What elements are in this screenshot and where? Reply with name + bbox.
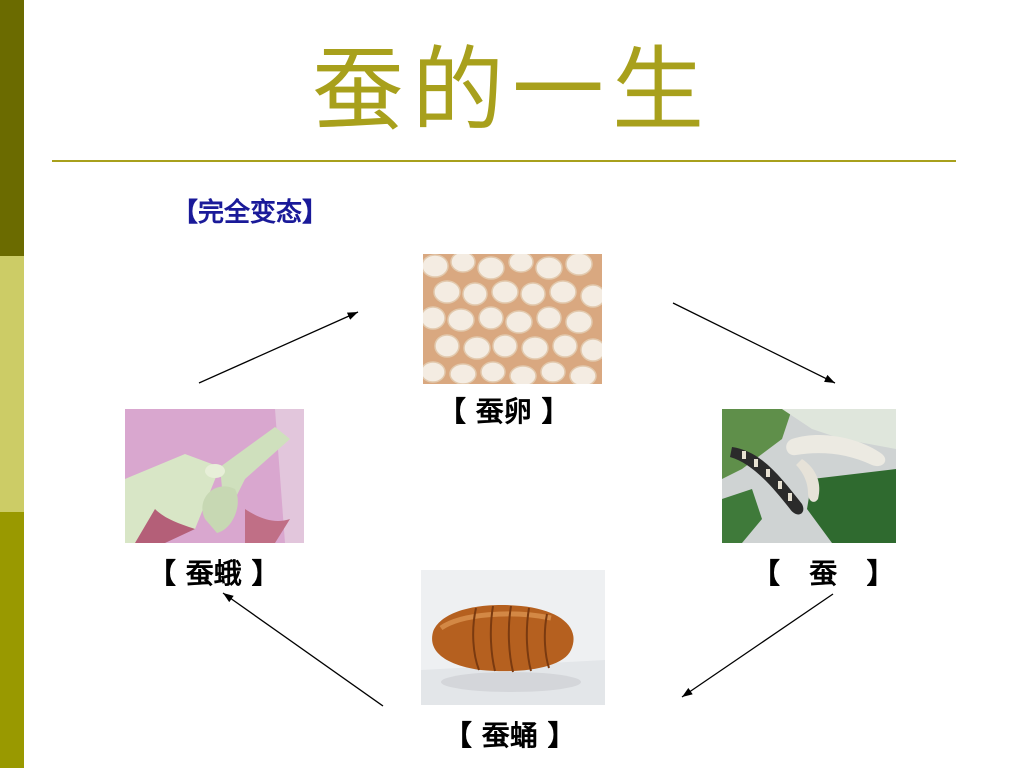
silkworm-pupa-image — [421, 570, 605, 705]
sidebar-block-top — [0, 0, 24, 256]
arrow-larva-to-pupa — [681, 593, 834, 698]
silkworm-moth-image — [125, 409, 304, 543]
arrow-pupa-to-moth — [222, 592, 384, 707]
stage-label-egg: 【 蚕卵 】 — [438, 395, 570, 428]
silkworm-larva-image — [722, 409, 896, 543]
stage-label-pupa: 【 蚕蛹 】 — [444, 719, 576, 752]
stage-label-larva: 【 蚕 】 — [752, 557, 895, 590]
arrow-moth-to-egg — [198, 311, 359, 384]
arrow-egg-to-larva — [672, 302, 836, 384]
sidebar-block-bottom — [0, 512, 24, 768]
slide-subtitle: 【完全变态】 — [172, 198, 329, 228]
silkworm-egg-image — [423, 254, 602, 384]
title-divider — [52, 160, 956, 162]
slide-title: 蚕的一生 — [311, 37, 712, 144]
stage-label-moth: 【 蚕蛾 】 — [148, 557, 280, 590]
sidebar-decoration — [0, 0, 24, 768]
sidebar-block-middle — [0, 256, 24, 512]
